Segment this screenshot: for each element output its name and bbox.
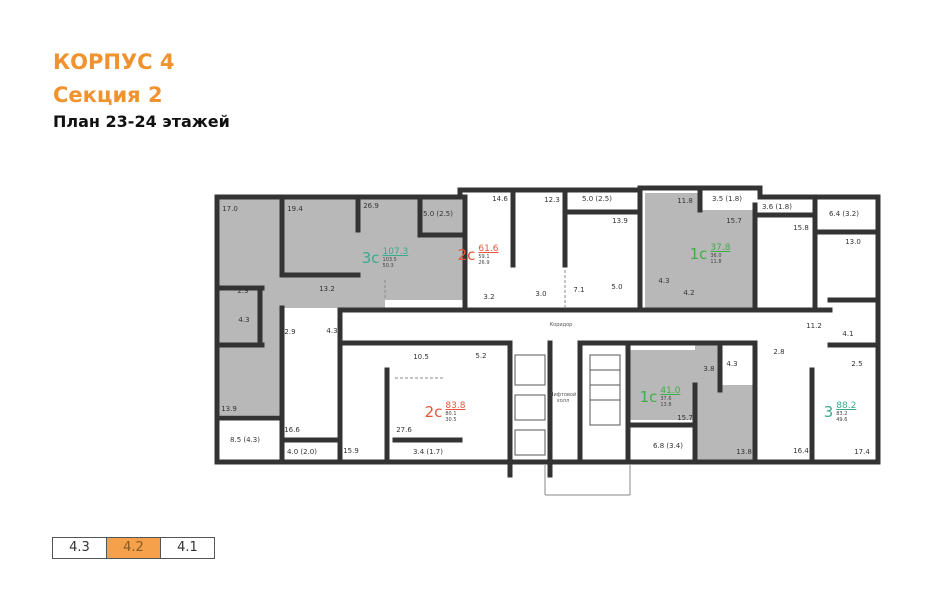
room-area-label: 5.0 (2.5) <box>423 210 453 218</box>
room-area-label: 16.6 <box>284 426 300 434</box>
room-area-label: 14.6 <box>492 195 508 203</box>
apartment-1c-37-fill[interactable] <box>645 193 755 308</box>
room-area-label: 11.2 <box>806 322 822 330</box>
room-area-label: 5.0 <box>611 283 623 291</box>
room-area-label: 2.9 <box>284 328 296 336</box>
room-area-label: 16.4 <box>793 447 809 455</box>
section-title: Секция 2 <box>53 83 163 107</box>
lift-hall-label: Лифтовой холл <box>549 392 577 404</box>
room-area-label: 2.5 <box>851 360 863 368</box>
apartment-kitchen-area: 49.6 <box>836 417 848 423</box>
room-area-label: 5.0 (2.5) <box>582 195 612 203</box>
apartment-kitchen-area: 11.8 <box>710 259 722 265</box>
apartment-living-area: 103.5 <box>382 257 397 263</box>
room-area-label: 13.9 <box>612 217 628 225</box>
apartment-total-area: 41.0 <box>660 386 681 396</box>
room-area-label: 4.1 <box>842 330 854 338</box>
room-area-label: 3.2 <box>483 293 495 301</box>
room-area-label: 17.4 <box>854 448 870 456</box>
apartment-total-area: 61.6 <box>478 244 499 254</box>
apartment-living-area: 83.2 <box>836 411 848 417</box>
room-area-label: 6.8 (3.4) <box>653 442 683 450</box>
apartment-living-area: 80.1 <box>445 411 457 417</box>
room-area-label: 13.2 <box>319 285 335 293</box>
section-switcher: 4.3 4.2 4.1 <box>52 537 215 559</box>
corridor-label: Коридор <box>549 322 573 328</box>
room-area-label: 12.3 <box>544 196 560 204</box>
apartment-type: 1с <box>639 388 658 406</box>
apartment-kitchen-area: 30.5 <box>445 417 457 423</box>
apartment-type: 3с <box>361 249 380 267</box>
room-area-label: 4.3 <box>658 277 670 285</box>
room-area-label: 13.0 <box>845 238 861 246</box>
room-area-label: 26.9 <box>363 202 379 210</box>
apartment-living-area: 59.1 <box>478 254 490 260</box>
room-area-label: 4.0 (2.0) <box>287 448 317 456</box>
room-area-label: 3.5 (1.8) <box>712 195 742 203</box>
room-area-label: 4.3 <box>726 360 738 368</box>
room-area-label: 11.8 <box>677 197 693 205</box>
apartment-kitchen-area: 50.3 <box>382 263 394 269</box>
apartment-kitchen-area: 13.8 <box>660 402 672 408</box>
room-area-label: 15.7 <box>726 217 742 225</box>
plan-title: План 23-24 этажей <box>53 112 230 131</box>
room-area-label: 13.8 <box>736 448 752 456</box>
room-area-label: 13.9 <box>221 405 237 413</box>
apartment-type: 1с <box>689 245 708 263</box>
room-area-label: 2.8 <box>773 348 785 356</box>
room-area-label: 15.7 <box>677 414 693 422</box>
building-title: КОРПУС 4 <box>53 50 175 74</box>
apartment-living-area: 36.0 <box>710 253 722 259</box>
room-area-label: 4.2 <box>683 289 695 297</box>
room-area-label: 19.4 <box>287 205 303 213</box>
room-area-label: 3.4 (1.7) <box>413 448 443 456</box>
apartment-type: 2с <box>424 403 443 421</box>
room-area-label: 4.3 <box>238 316 250 324</box>
room-area-label: 3.6 (1.8) <box>762 203 792 211</box>
apartment-kitchen-area: 26.9 <box>478 260 490 266</box>
apartment-total-area: 83.8 <box>445 401 466 411</box>
room-area-label: 7.1 <box>573 286 585 294</box>
room-area-label: 4.3 <box>326 327 338 335</box>
room-area-label: 27.6 <box>396 426 412 434</box>
section-tab-4-3[interactable]: 4.3 <box>53 538 107 558</box>
room-area-label: 15.8 <box>793 224 809 232</box>
apartment-type: 3 <box>823 403 834 421</box>
room-area-label: 17.0 <box>222 205 238 213</box>
apartment-type: 2с <box>457 246 476 264</box>
section-tab-4-2[interactable]: 4.2 <box>107 538 161 558</box>
room-area-label: 3.0 <box>535 290 547 298</box>
room-area-label: 8.5 (4.3) <box>230 436 260 444</box>
room-area-label: 6.4 (3.2) <box>829 210 859 218</box>
room-area-label: 5.2 <box>475 352 487 360</box>
section-tab-4-1[interactable]: 4.1 <box>177 540 198 555</box>
apartment-living-area: 37.6 <box>660 396 672 402</box>
room-area-label: 10.5 <box>413 353 429 361</box>
apartment-total-area: 107.3 <box>382 247 409 257</box>
room-area-label: 3.8 <box>703 365 715 373</box>
room-area-label: 15.9 <box>343 447 359 455</box>
room-area-label: 2.9 <box>237 287 249 295</box>
apartment-total-area: 37.8 <box>710 243 731 253</box>
apartment-total-area: 88.2 <box>836 401 857 411</box>
